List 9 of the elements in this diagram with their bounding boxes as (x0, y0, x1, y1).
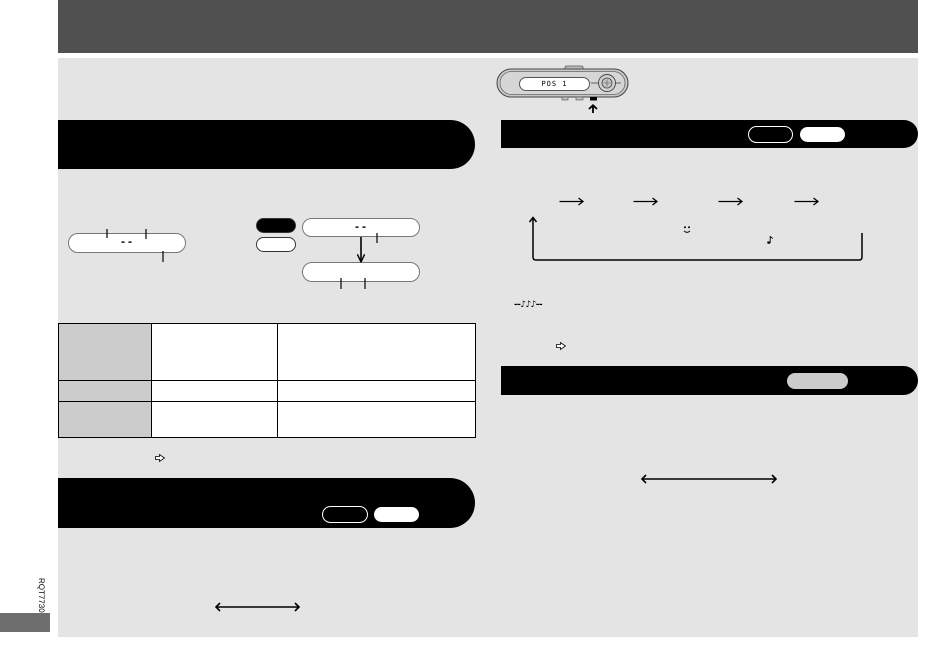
section-heading-bar (58, 120, 475, 169)
document-code: RQT7730 (37, 578, 45, 613)
lcd-display: -- (68, 233, 186, 253)
indicator-text: --♪♪♪-- (514, 301, 542, 310)
lcd-display (302, 262, 420, 282)
section-heading-bar (501, 366, 918, 395)
arrow (356, 237, 366, 263)
lcd-display: -- (302, 218, 420, 237)
section-heading-bar (58, 478, 475, 528)
